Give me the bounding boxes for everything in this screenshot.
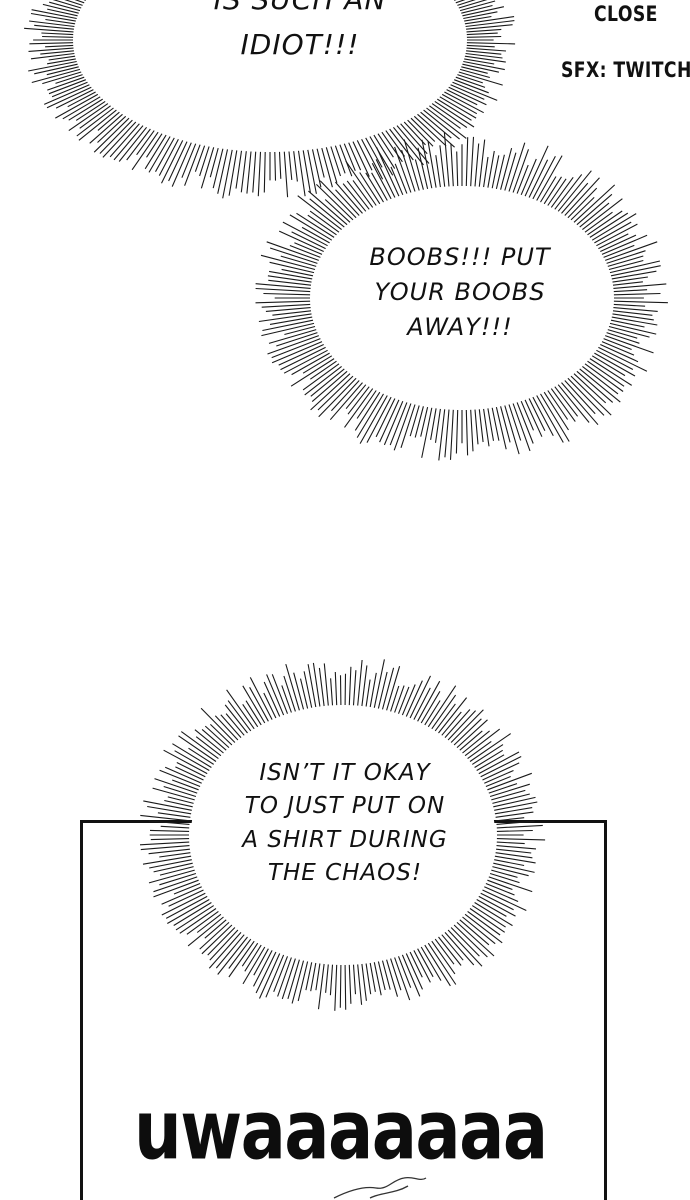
sfx-close-label: CLOSE (594, 2, 658, 26)
bubble-3-line-2: TO JUST PUT ON (244, 793, 446, 820)
bubble-1-line-1: IS SUCH AN (150, 0, 450, 23)
bubble2-burst-lines (255, 132, 668, 461)
bubble-3-line-1: ISN’T IT OKAY (259, 760, 431, 786)
bubble-1-line-2: IDIOT!!! (240, 27, 360, 61)
sfx-twitch-label: SFX: TWITCH (561, 58, 690, 82)
bubble2-interior (312, 188, 612, 408)
bubble-3-text: ISN’T IT OKAY TO JUST PUT ON A SHIRT DUR… (210, 757, 480, 890)
bubble1-interior (75, 0, 465, 150)
scream-sfx-text: uwaaaaaaa (134, 1083, 548, 1179)
bubble-3-line-3: A SHIRT DURING (242, 826, 448, 853)
scribble-mark (333, 1176, 427, 1199)
bubble-2-line-2: YOUR BOOBS (374, 277, 546, 306)
speech-bubble-shirt (139, 659, 546, 1011)
speech-bubble-boobs (255, 132, 668, 461)
bubble-3-line-4: THE CHAOS! (267, 860, 423, 887)
bubble-1-text: IS SUCH AN IDIOT!!! (150, 0, 450, 68)
bubble-2-line-1: BOOBS!!! PUT (369, 243, 551, 271)
bubble-2-text: BOOBS!!! PUT YOUR BOOBS AWAY!!! (330, 240, 590, 344)
bubble1-burst-lines (24, 0, 516, 199)
bubble3-interior (191, 707, 495, 963)
bubble-2-line-3: AWAY!!! (407, 312, 513, 341)
bubble3-burst-lines (139, 659, 546, 1011)
speech-bubble-idiot (24, 0, 516, 199)
